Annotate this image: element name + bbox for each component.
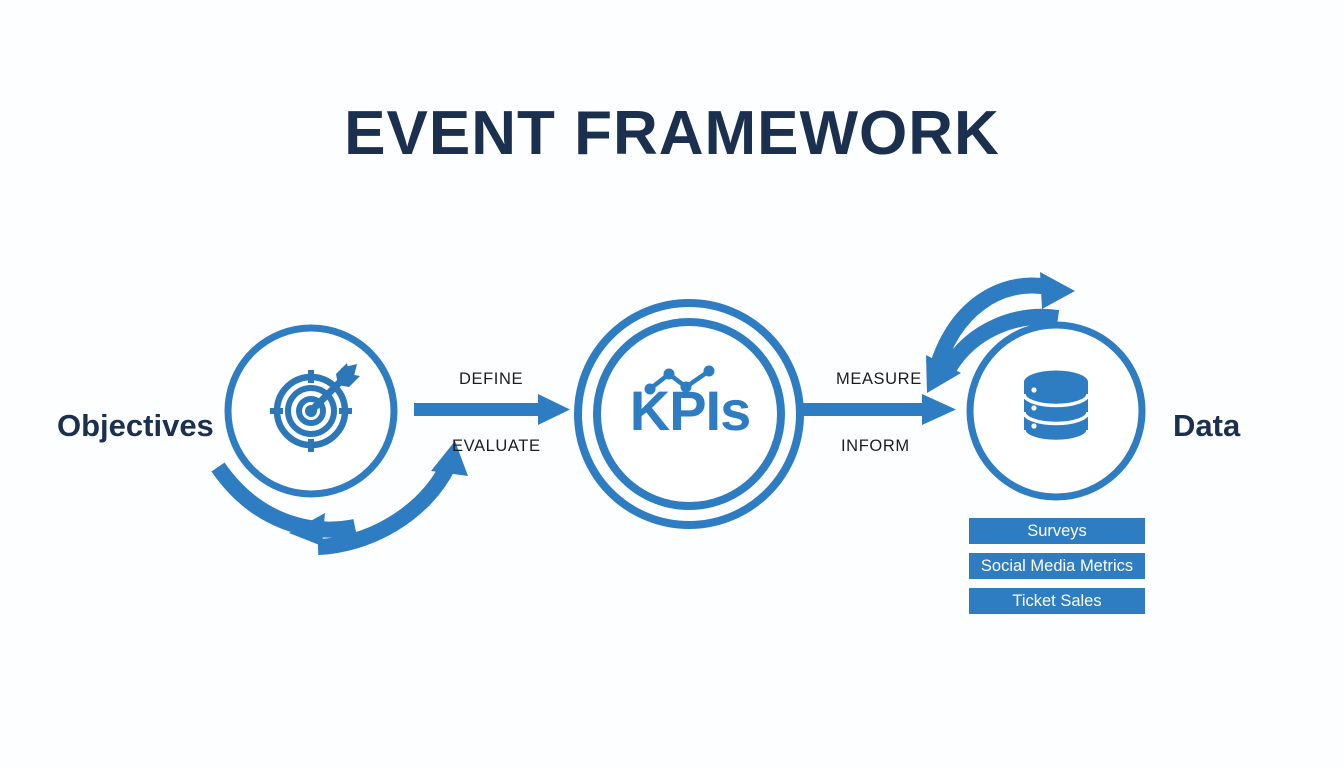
data-source-tag[interactable]: Surveys	[969, 518, 1145, 544]
connector-label-inform: INFORM	[841, 437, 910, 455]
define-arrow	[414, 394, 570, 425]
node-kpis[interactable]	[574, 299, 804, 529]
node-data[interactable]	[966, 321, 1146, 501]
data-label: Data	[1173, 408, 1241, 443]
line-chart-icon	[644, 365, 715, 395]
evaluate-feedback-arrow	[211, 441, 468, 555]
connector-label-define: DEFINE	[459, 370, 524, 388]
data-source-tag[interactable]: Social Media Metrics	[969, 553, 1145, 579]
database-icon	[1022, 370, 1090, 444]
objectives-label: Objectives	[57, 408, 214, 443]
target-arrow-shaft	[306, 363, 360, 416]
node-objectives[interactable]	[224, 324, 398, 498]
kpis-label: KPIs	[629, 379, 752, 442]
measure-feedback-arrow	[926, 272, 1075, 393]
target-arrow-icon	[270, 370, 352, 452]
data-sources-list: Surveys Social Media Metrics Ticket Sale…	[969, 518, 1145, 614]
data-source-tag[interactable]: Ticket Sales	[969, 588, 1145, 614]
measure-arrow	[798, 394, 956, 425]
connector-label-evaluate: EVALUATE	[452, 437, 541, 455]
connector-label-measure: MEASURE	[836, 370, 922, 388]
page-title: EVENT FRAMEWORK	[344, 99, 1000, 168]
